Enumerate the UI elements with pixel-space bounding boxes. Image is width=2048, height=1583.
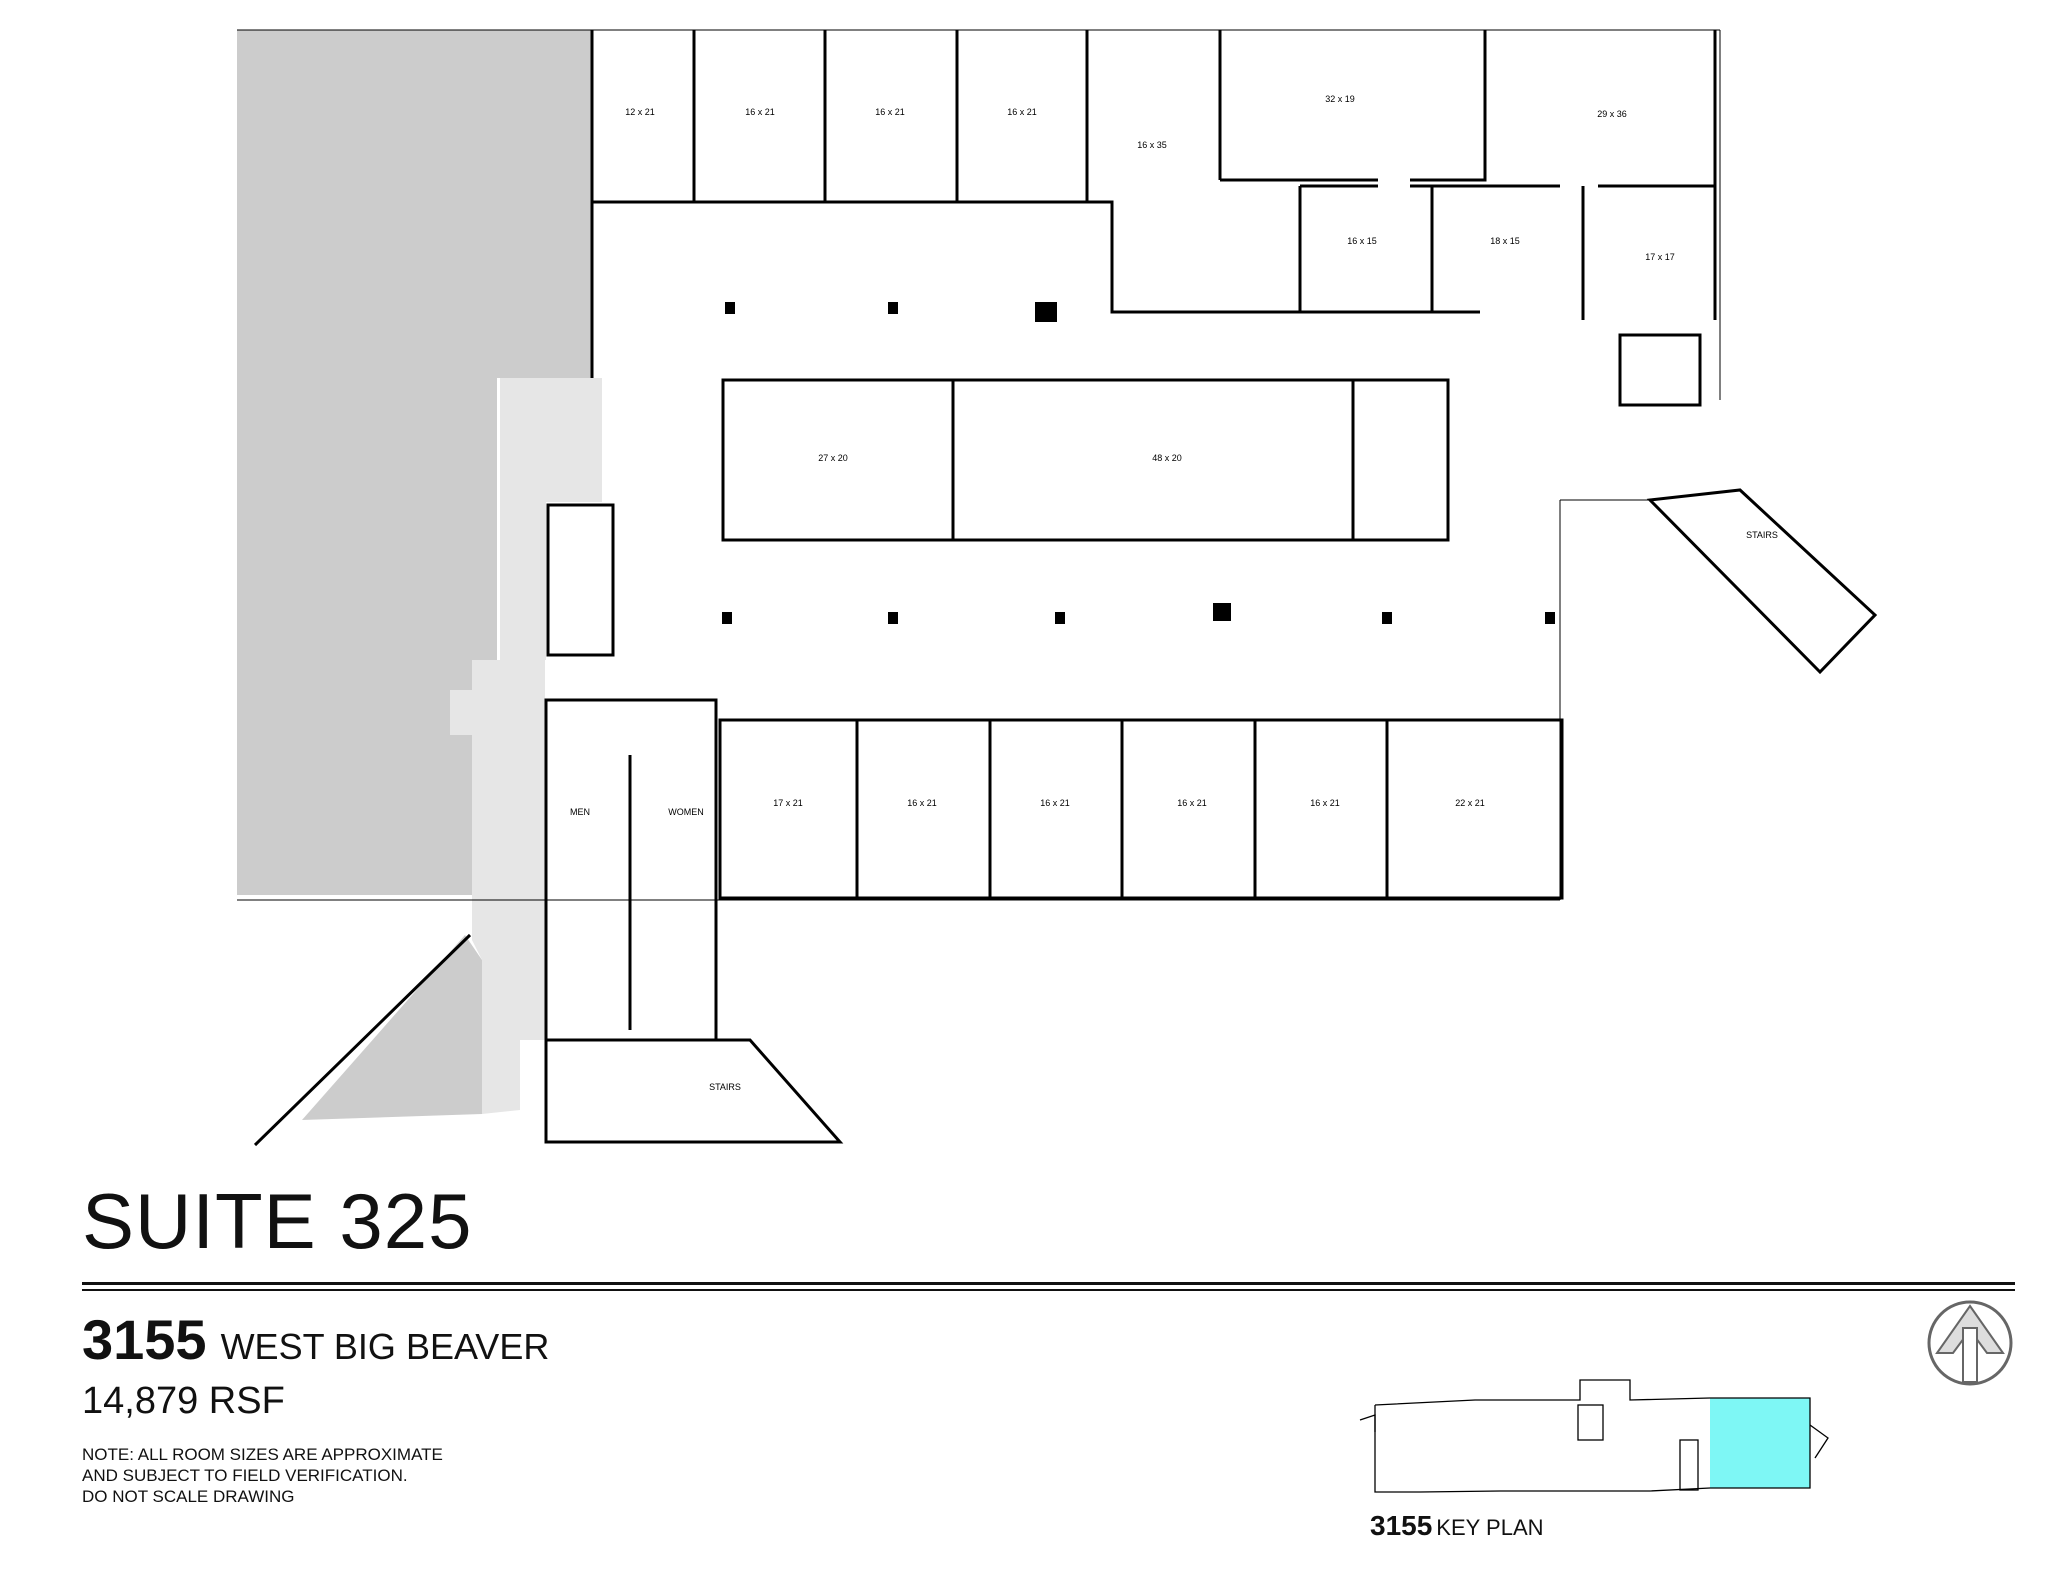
key-plan-label: KEY PLAN — [1436, 1515, 1544, 1540]
key-plan-building-number: 3155 — [1370, 1510, 1433, 1541]
column — [1213, 603, 1231, 621]
women-label: WOMEN — [668, 807, 704, 817]
room-label-center-2: 48 x 20 — [1152, 453, 1182, 463]
column — [888, 302, 898, 314]
diagonal-wall-left — [253, 933, 472, 1147]
title-rule — [82, 1282, 2015, 1285]
wall-29x36-south — [1410, 30, 1487, 182]
column — [1382, 612, 1392, 624]
column — [725, 302, 735, 314]
bottom-room-16x21-a — [855, 718, 992, 900]
stairs-left-enclosure — [544, 1038, 844, 1144]
room-label-bottom-5: 16 x 21 — [1310, 798, 1340, 808]
building-number: 3155 — [82, 1308, 207, 1371]
note-line-2: AND SUBJECT TO FIELD VERIFICATION. — [82, 1466, 408, 1485]
suite-title: SUITE 325 — [82, 1177, 473, 1265]
corridor-shaded — [450, 378, 602, 1114]
bottom-room-16x21-b — [988, 718, 1124, 900]
room-label-top-6: 32 x 19 — [1325, 94, 1355, 104]
room-label-bottom-6: 22 x 21 — [1455, 798, 1485, 808]
room-label-mid-1: 16 x 15 — [1347, 236, 1377, 246]
room-label-bottom-3: 16 x 21 — [1040, 798, 1070, 808]
room-label-mid-3: 17 x 17 — [1645, 252, 1675, 262]
room-label-top-5: 16 x 35 — [1137, 140, 1167, 150]
bottom-room-16x21-d — [1253, 718, 1389, 900]
key-plan-suite-highlight — [1710, 1398, 1810, 1488]
room-label-bottom-4: 16 x 21 — [1177, 798, 1207, 808]
building-street: WEST BIG BEAVER — [220, 1326, 550, 1367]
room-label-bottom-2: 16 x 21 — [907, 798, 937, 808]
room-label-top-3: 16 x 21 — [875, 107, 905, 117]
room-label-top-7: 29 x 36 — [1597, 109, 1627, 119]
stairs-right-enclosure — [1646, 488, 1878, 675]
adjacent-space-shaded-lower — [302, 935, 482, 1120]
stairs-right-label: STAIRS — [1746, 530, 1778, 540]
room-label-mid-2: 18 x 15 — [1490, 236, 1520, 246]
room-label-center-1: 27 x 20 — [818, 453, 848, 463]
room-label-top-2: 16 x 21 — [745, 107, 775, 117]
note-line-3: DO NOT SCALE DRAWING — [82, 1487, 295, 1506]
column — [722, 612, 732, 624]
note-line-1: NOTE: ALL ROOM SIZES ARE APPROXIMATE — [82, 1445, 443, 1464]
column — [888, 612, 898, 624]
room-label-bottom-1: 17 x 21 — [773, 798, 803, 808]
men-label: MEN — [570, 807, 590, 817]
bottom-room-17x21 — [718, 718, 859, 900]
building-address: 3155 WEST BIG BEAVER — [82, 1307, 549, 1372]
rentable-area: 14,879 RSF — [82, 1380, 285, 1422]
room-label-top-1: 12 x 21 — [625, 107, 655, 117]
elevator-right — [1618, 333, 1702, 407]
stairs-left-label: STAIRS — [709, 1082, 741, 1092]
title-rule-thin — [82, 1289, 2015, 1291]
room-label-top-4: 16 x 21 — [1007, 107, 1037, 117]
column — [1035, 302, 1057, 322]
bottom-room-22x21 — [1385, 718, 1564, 900]
center-core — [1351, 378, 1450, 542]
elevator-left — [546, 503, 615, 657]
column — [1055, 612, 1065, 624]
adjacent-space-shaded — [237, 30, 592, 895]
bottom-room-16x21-c — [1120, 718, 1257, 900]
wall-16x35-east — [1087, 200, 1318, 314]
key-plan — [1359, 1379, 1829, 1493]
column — [1545, 612, 1555, 624]
north-arrow-icon — [1927, 1300, 2013, 1386]
disclaimer-note: NOTE: ALL ROOM SIZES ARE APPROXIMATE AND… — [82, 1444, 443, 1507]
